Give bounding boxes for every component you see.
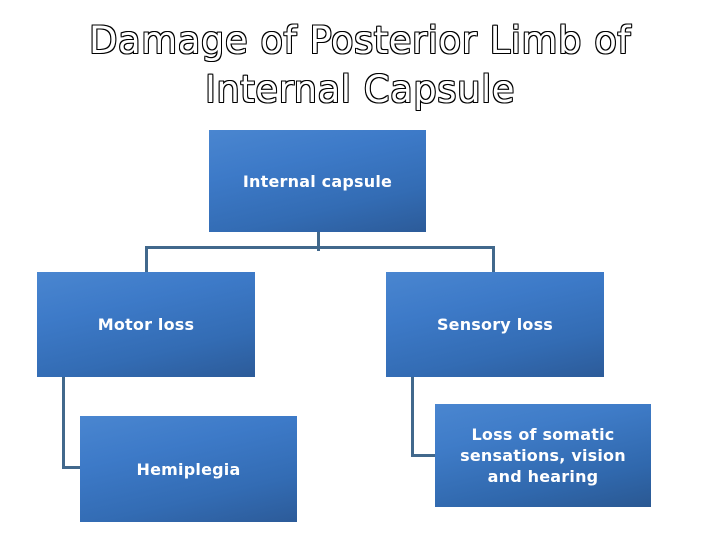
connector-drop-sensory bbox=[492, 246, 495, 274]
connector-motor-vertical bbox=[62, 377, 65, 469]
node-internal-capsule[interactable]: Internal capsule bbox=[209, 130, 426, 232]
connector-root-stem bbox=[317, 232, 320, 251]
connector-motor-horizontal bbox=[62, 466, 84, 469]
node-sensory-loss[interactable]: Sensory loss bbox=[386, 272, 604, 377]
node-hemiplegia[interactable]: Hemiplegia bbox=[80, 416, 297, 522]
connector-sensory-vertical bbox=[411, 377, 414, 457]
node-loss-of-somatic-sensations[interactable]: Loss of somatic sensations, vision and h… bbox=[435, 404, 651, 507]
page-title: Damage of Posterior Limb of Internal Cap… bbox=[88, 18, 631, 111]
connector-sibling-bar bbox=[145, 246, 495, 249]
node-motor-loss[interactable]: Motor loss bbox=[37, 272, 255, 377]
connector-sensory-horizontal bbox=[411, 454, 438, 457]
connector-drop-motor bbox=[145, 246, 148, 274]
